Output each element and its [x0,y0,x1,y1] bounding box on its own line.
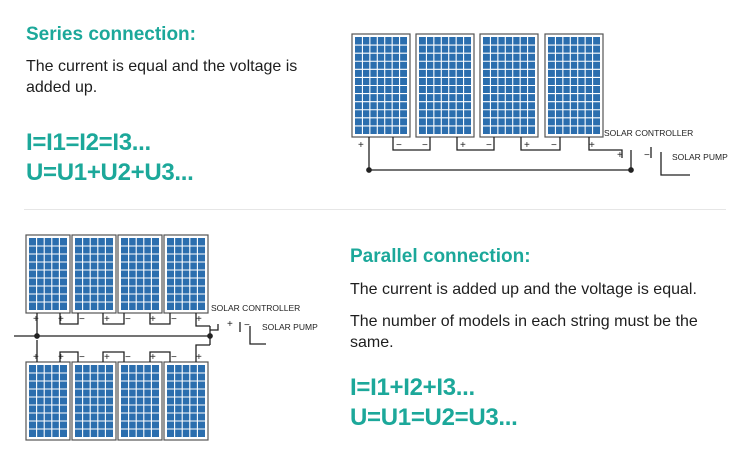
series-pump-label: SOLAR PUMP [672,152,728,162]
parallel-diagram: ++++−+−+−+−+−+−++− SOLAR CONTROLLER SOLA… [14,234,318,441]
series-terminal-label: + [617,150,623,161]
series-formula-voltage: U=U1+U2+U3... [26,159,194,186]
series-formula-current: I=I1=I2=I3... [26,129,151,156]
parallel-note: The number of models in each string must… [350,313,698,351]
parallel-controller-label: SOLAR CONTROLLER [211,303,300,313]
parallel-terminal-label: + [227,319,233,330]
series-solar-panel [544,33,604,138]
parallel-solar-panel-bottom [117,361,163,441]
parallel-wiring [14,313,266,362]
series-wiring [366,137,690,176]
series-solar-panel [351,33,411,138]
series-solar-panel [415,33,475,138]
parallel-solar-panel-top [71,234,117,314]
parallel-terminal-label: − [171,352,177,363]
parallel-terminal-label: + [150,352,156,363]
parallel-solar-panel-bottom [163,361,209,441]
series-terminal-label: − [396,140,402,151]
series-solar-panel [479,33,539,138]
series-terminal-label: − [551,140,557,151]
parallel-terminal-label: − [79,314,85,325]
series-diagram: + − − + − + − + + − SOLAR CONTROLLER SOLAR PUMP [351,33,728,176]
series-description: The current is equal and the voltage is … [26,58,298,96]
series-terminal-label: + [589,140,595,151]
parallel-terminal-label: − [244,320,250,331]
parallel-formula-voltage: U=U1=U2=U3... [350,404,518,431]
parallel-solar-panel-bottom [71,361,117,441]
parallel-pump-label: SOLAR PUMP [262,322,318,332]
parallel-description: The current is added up and the voltage … [350,281,697,298]
parallel-terminal-label: + [196,314,202,325]
parallel-terminal-label: + [58,314,64,325]
series-terminal-label: − [486,140,492,151]
parallel-terminal-label: − [125,314,131,325]
parallel-title: Parallel connection: [350,246,531,267]
series-terminal-label: − [422,140,428,151]
parallel-formula-current: I=I1+I2+I3... [350,374,475,401]
parallel-terminal-label: − [79,352,85,363]
series-terminal-label: + [460,140,466,151]
parallel-terminal-label: + [196,352,202,363]
parallel-terminal-label: + [104,352,110,363]
parallel-terminal-label: + [150,314,156,325]
parallel-terminal-label: + [33,352,39,363]
parallel-terminal-label: + [33,314,39,325]
parallel-terminal-label: − [125,352,131,363]
parallel-solar-panel-top [163,234,209,314]
section-divider [24,209,726,210]
parallel-terminal-label: − [171,314,177,325]
parallel-terminal-label: + [104,314,110,325]
parallel-solar-panel-top [25,234,71,314]
series-terminal-label: + [524,140,530,151]
series-terminal-label: − [644,150,650,161]
parallel-solar-panel-top [117,234,163,314]
series-title: Series connection: [26,24,196,45]
series-terminal-label: + [358,140,364,151]
series-controller-label: SOLAR CONTROLLER [604,128,693,138]
parallel-terminal-label: + [58,352,64,363]
parallel-solar-panel-bottom [25,361,71,441]
